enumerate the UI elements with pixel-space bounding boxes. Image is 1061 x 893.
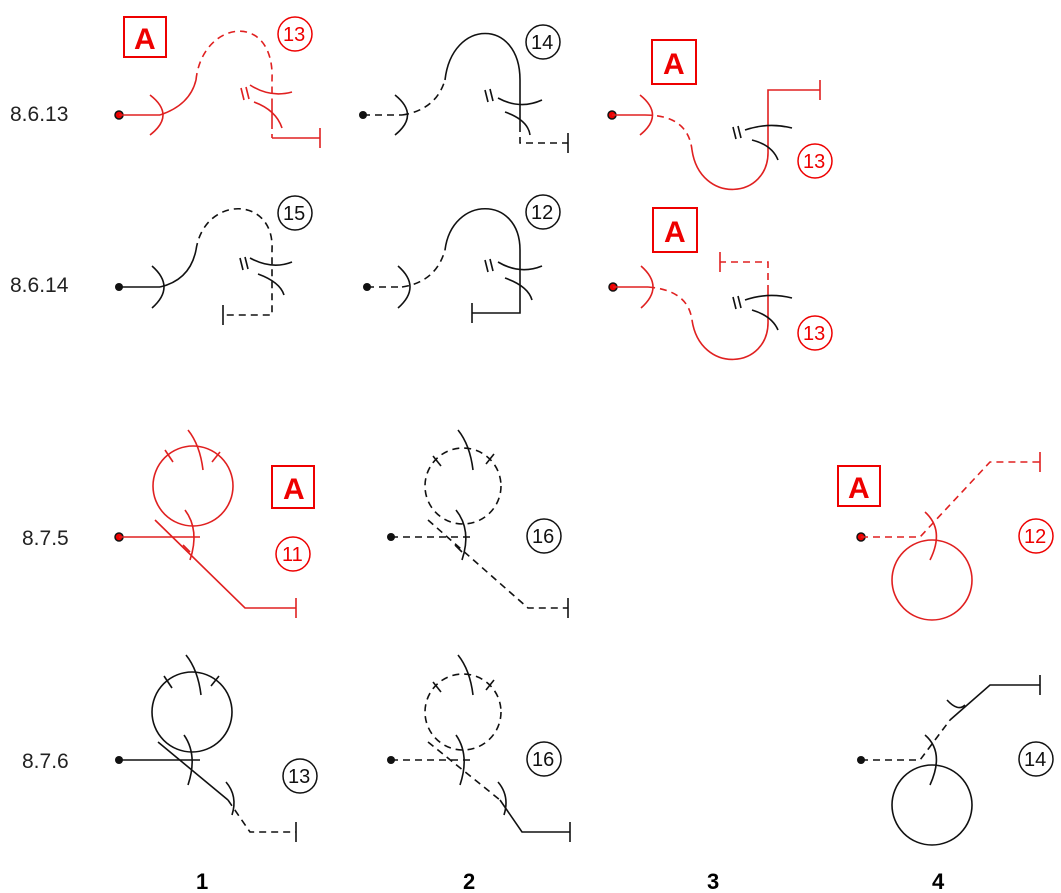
figure-number: 13 (803, 323, 825, 345)
figure-8-6-13-col2: 14 (359, 24, 569, 153)
figure-8-6-14-col2: 12 (363, 194, 561, 323)
svg-text:A: A (283, 473, 305, 506)
figure-8-6-14-col3: A 13 (608, 207, 833, 361)
figure-number: 13 (803, 151, 825, 173)
svg-text:A: A (663, 48, 685, 81)
figure-8-7-6-col1: 13 (115, 654, 318, 842)
figure-number: 13 (288, 766, 310, 788)
figure-8-7-5-col4: A 12 (837, 452, 1054, 621)
figure-number: 13 (283, 24, 305, 46)
figure-number: 14 (531, 32, 553, 54)
figure-8-6-13-col3: A 13 (607, 39, 833, 191)
svg-text:A: A (848, 472, 870, 505)
figure-number: 16 (532, 749, 554, 771)
marker-a-box: A (271, 465, 315, 509)
column-label-3: 3 (707, 869, 719, 893)
marker-a-box: A (123, 16, 167, 58)
figure-number: 12 (1024, 526, 1046, 548)
svg-text:A: A (664, 216, 686, 249)
figure-number: 11 (282, 544, 303, 566)
row-label-8-6-13: 8.6.13 (10, 103, 68, 126)
figure-8-6-13-col1: A 13 (114, 16, 321, 148)
figure-8-7-5-col2: 16 (387, 429, 569, 618)
row-label-8-7-6: 8.7.6 (22, 750, 69, 773)
figure-number: 14 (1024, 749, 1046, 771)
figure-number: 15 (283, 203, 305, 225)
marker-a-box: A (652, 207, 698, 253)
column-label-1: 1 (196, 869, 208, 893)
svg-text:A: A (134, 23, 156, 56)
marker-a-box: A (837, 465, 881, 507)
figure-number: 16 (532, 526, 554, 548)
column-label-4: 4 (932, 869, 945, 893)
column-label-2: 2 (463, 869, 475, 893)
figure-8-7-6-col2: 16 (387, 654, 571, 842)
marker-a-box: A (651, 39, 697, 85)
row-label-8-7-5: 8.7.5 (22, 527, 69, 550)
figure-number: 12 (531, 202, 553, 224)
row-label-8-6-14: 8.6.14 (10, 274, 69, 297)
figure-8-7-5-col1: A 11 (114, 429, 315, 618)
figure-8-7-6-col4: 14 (857, 675, 1054, 846)
figure-8-6-14-col1: 15 (115, 195, 313, 325)
